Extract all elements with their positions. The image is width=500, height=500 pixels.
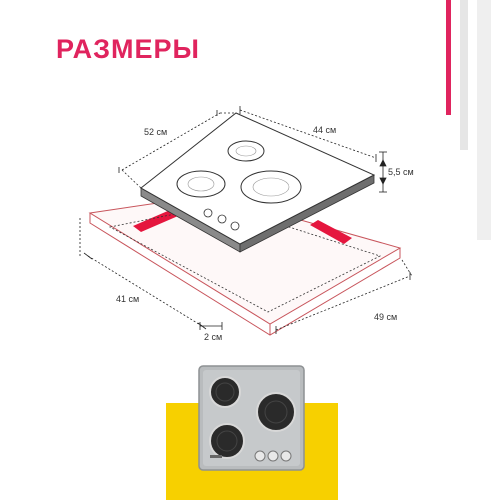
label-cutout-depth: 41 см xyxy=(116,294,139,304)
knobs xyxy=(203,208,240,231)
label-cutout-width: 49 см xyxy=(374,312,397,322)
decorative-red-stripe xyxy=(446,0,451,115)
page-title: РАЗМЕРЫ xyxy=(56,34,200,64)
decorative-gray-stripe xyxy=(460,0,468,150)
decorative-gray-stripe-wide xyxy=(477,0,491,240)
label-height: 5,5 см xyxy=(388,167,414,177)
cutout-outline xyxy=(108,204,382,313)
label-depth-top: 52 см xyxy=(144,127,167,137)
cooktop-illustration xyxy=(140,112,376,253)
label-width-top: 44 см xyxy=(313,125,336,135)
label-edge-gap: 2 см xyxy=(204,332,222,342)
dimension-lines xyxy=(79,106,413,334)
